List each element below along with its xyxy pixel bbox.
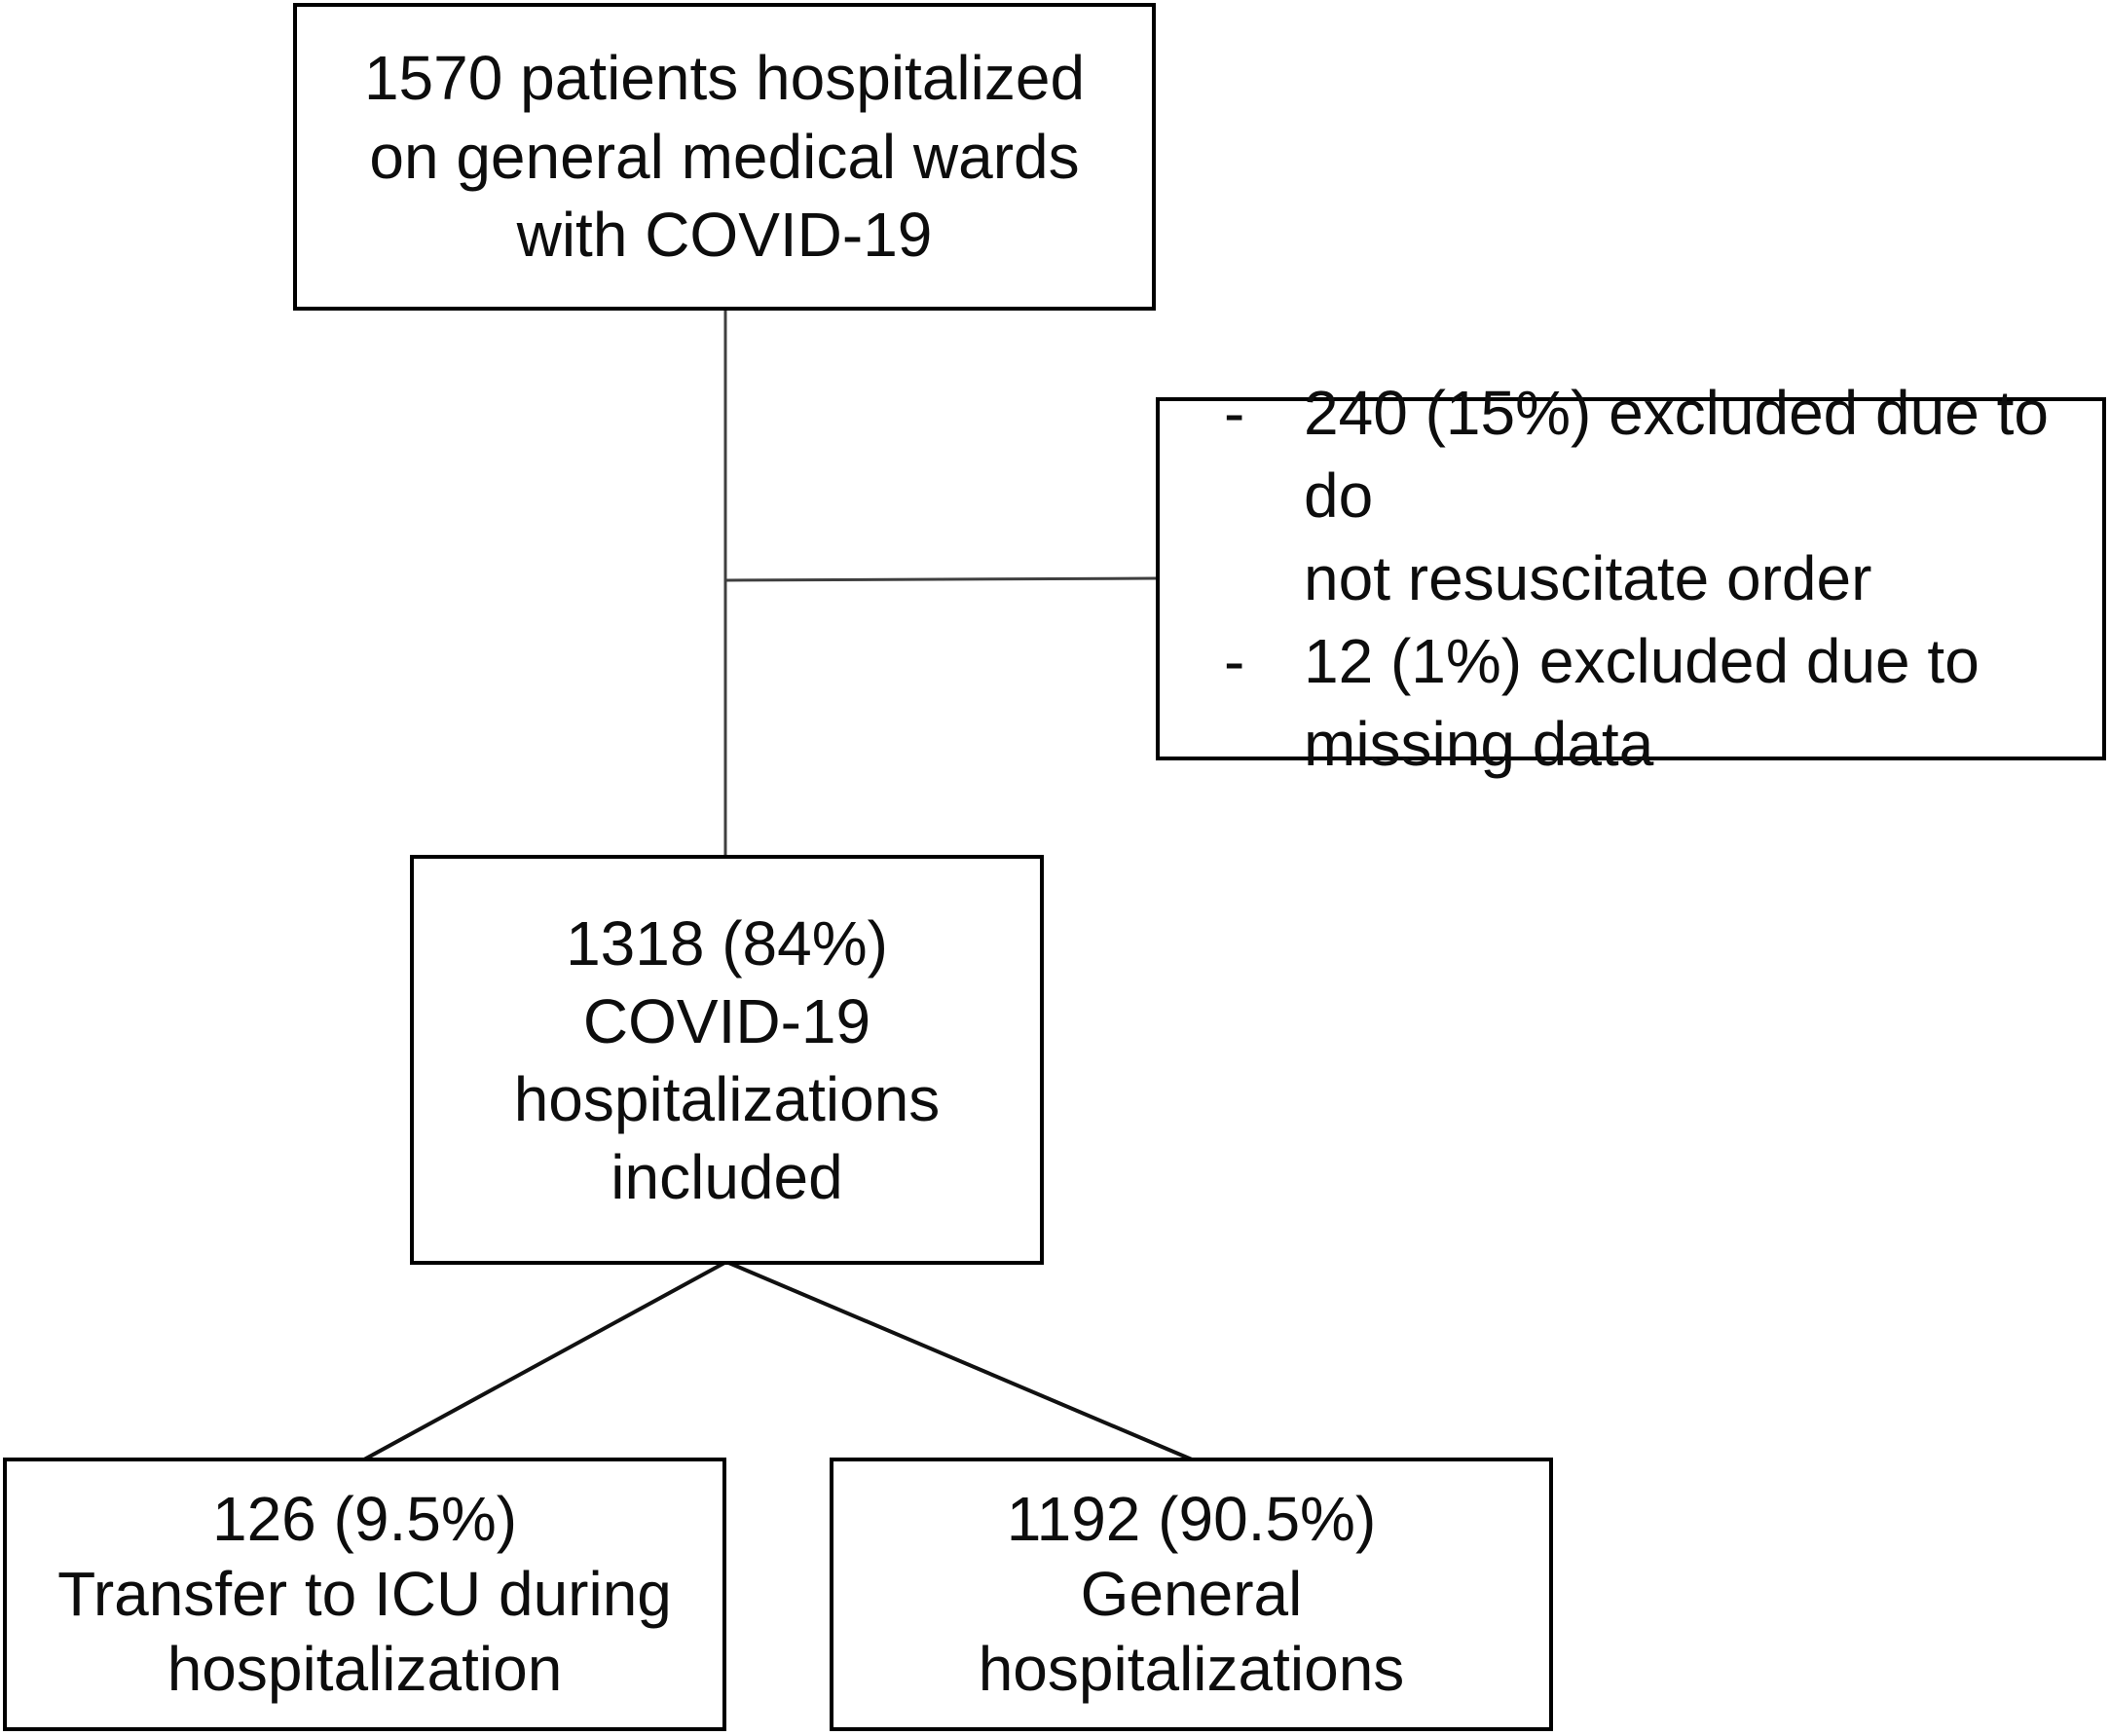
- box-included-line: hospitalizations: [513, 1063, 941, 1134]
- box-icu-line: hospitalization: [167, 1633, 563, 1704]
- box-general-line: 1192 (90.5%): [1006, 1484, 1377, 1555]
- box-general-line: General: [1080, 1559, 1303, 1630]
- box-included-line: included: [611, 1141, 843, 1212]
- excluded-item-line: 12 (1%) excluded due to: [1304, 626, 1980, 697]
- excluded-item-line: not resuscitate order: [1304, 542, 1872, 613]
- box-icu-transfer: 126 (9.5%) Transfer to ICU during hospit…: [3, 1458, 726, 1731]
- bullet-dash: -: [1224, 626, 1245, 697]
- bullet-dash: -: [1224, 377, 1245, 448]
- box-included-line: COVID-19: [582, 985, 871, 1056]
- connector-to-excluded: [724, 576, 1157, 582]
- box-total-patients-line: 1570 patients hospitalized: [363, 43, 1086, 114]
- box-included-hospitalizations: 1318 (84%) COVID-19 hospitalizations inc…: [410, 855, 1044, 1265]
- box-total-patients-line: on general medical wards: [369, 121, 1080, 192]
- connector-included-to-general: [725, 1260, 1193, 1461]
- box-general-line: hospitalizations: [978, 1633, 1405, 1704]
- excluded-item-line: missing data: [1304, 709, 1654, 780]
- box-general-hospitalizations: 1192 (90.5%) General hospitalizations: [830, 1458, 1553, 1731]
- box-total-patients: 1570 patients hospitalized on general me…: [293, 3, 1156, 311]
- box-excluded: - 240 (15%) excluded due to do not resus…: [1156, 378, 2106, 779]
- excluded-item-missing-data: - 12 (1%) excluded due to missing data: [1224, 620, 2083, 786]
- box-icu-line: 126 (9.5%): [211, 1484, 518, 1555]
- excluded-item-dnr: - 240 (15%) excluded due to do not resus…: [1224, 372, 2083, 620]
- box-icu-line: Transfer to ICU during: [57, 1559, 672, 1630]
- connector-included-to-icu: [363, 1260, 727, 1461]
- box-total-patients-line: with COVID-19: [516, 200, 933, 271]
- box-included-line: 1318 (84%): [566, 907, 888, 979]
- excluded-item-text: 12 (1%) excluded due to missing data: [1304, 620, 2083, 786]
- excluded-item-line: 240 (15%) excluded due to do: [1304, 377, 2049, 531]
- excluded-item-text: 240 (15%) excluded due to do not resusci…: [1304, 372, 2083, 620]
